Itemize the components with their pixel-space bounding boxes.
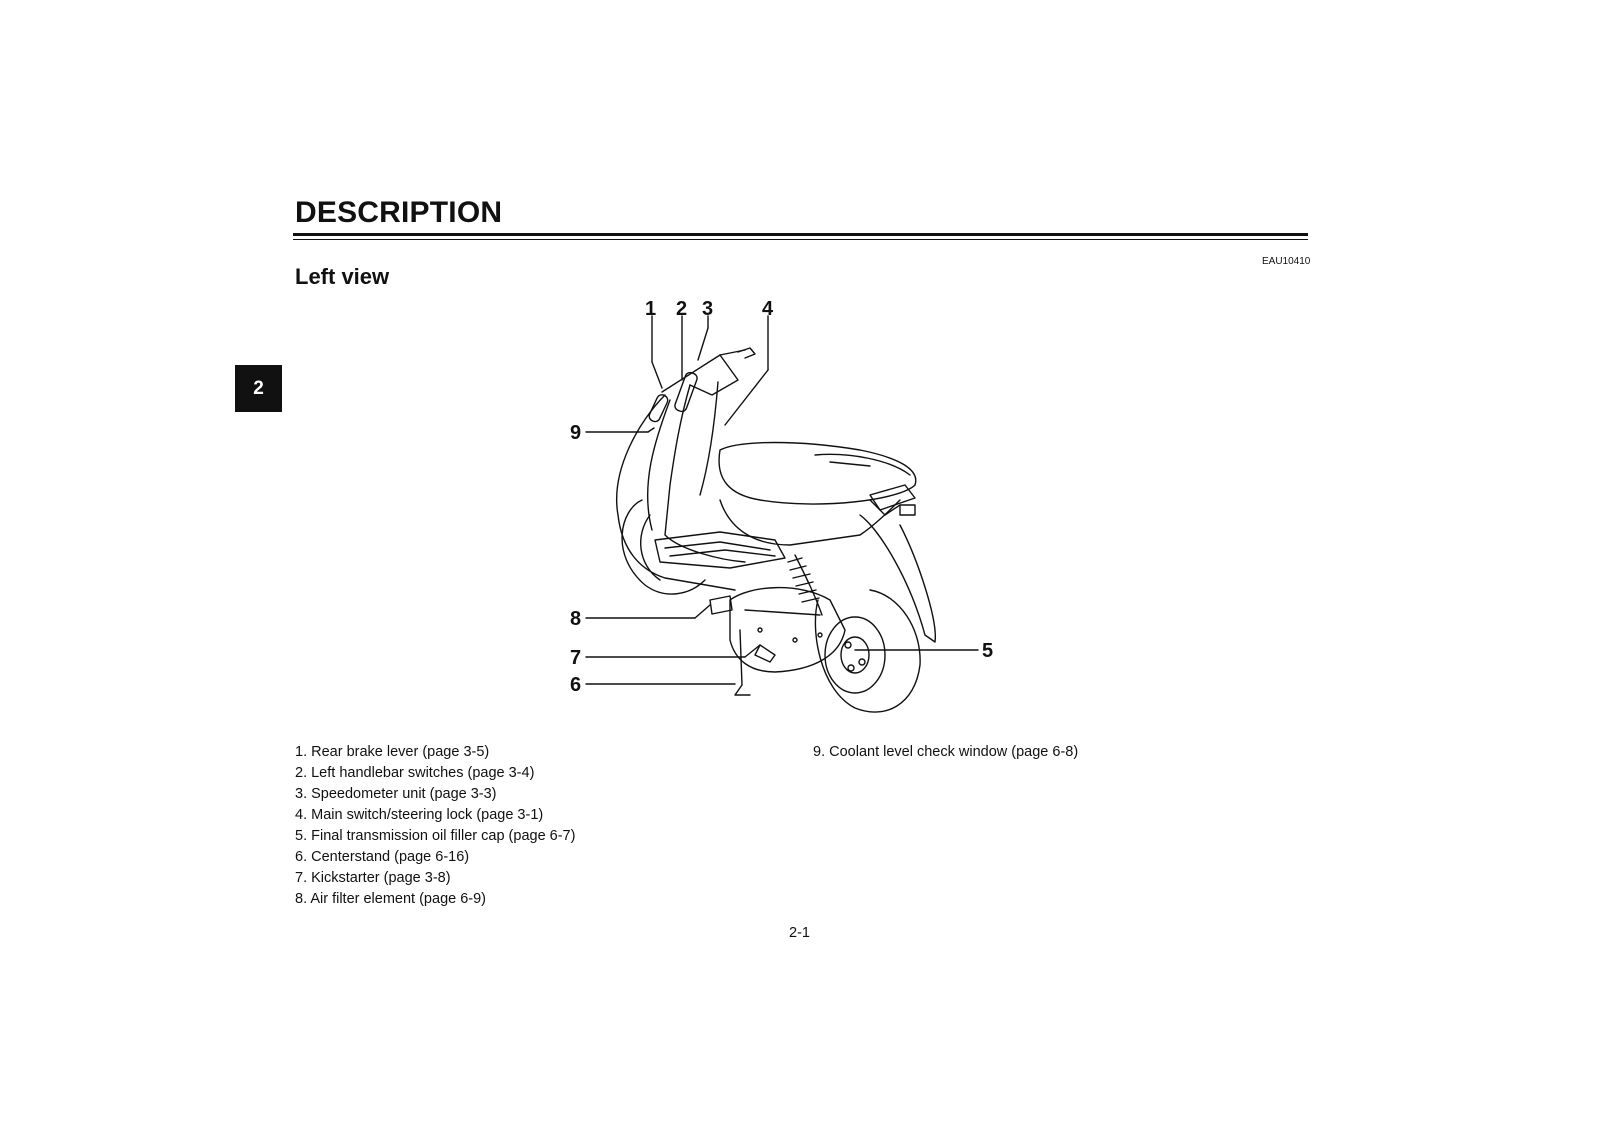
legend-item: 6. Centerstand (page 6-16) bbox=[295, 849, 470, 865]
callout-8: 8 bbox=[570, 608, 581, 630]
callout-9: 9 bbox=[570, 422, 581, 444]
legend-item: 9. Coolant level check window (page 6-8) bbox=[813, 744, 1079, 760]
callout-3: 3 bbox=[702, 300, 713, 320]
title-rule-thick bbox=[293, 233, 1308, 236]
legend-item: 1. Rear brake lever (page 3-5) bbox=[295, 744, 490, 760]
callout-1: 1 bbox=[645, 300, 656, 320]
legend-item: 7. Kickstarter (page 3-8) bbox=[295, 870, 451, 886]
callout-7: 7 bbox=[570, 647, 581, 669]
callout-5: 5 bbox=[982, 640, 993, 662]
callout-6: 6 bbox=[570, 674, 581, 696]
legend-item: 5. Final transmission oil filler cap (pa… bbox=[295, 828, 576, 844]
callout-2: 2 bbox=[676, 300, 687, 320]
legend-column-left: 1. Rear brake lever (page 3-5) 2. Left h… bbox=[295, 742, 575, 910]
chapter-tab-marker: 2 bbox=[235, 365, 282, 412]
section-title: Left view bbox=[295, 264, 390, 289]
legend-item: 3. Speedometer unit (page 3-3) bbox=[295, 786, 497, 802]
document-code: EAU10410 bbox=[1262, 256, 1311, 267]
legend-column-right: 9. Coolant level check window (page 6-8) bbox=[813, 742, 1078, 763]
callout-4: 4 bbox=[762, 300, 774, 320]
page-title: DESCRIPTION bbox=[295, 196, 503, 229]
legend-item: 2. Left handlebar switches (page 3-4) bbox=[295, 765, 535, 781]
page-number: 2-1 bbox=[789, 925, 810, 941]
title-rule-thin bbox=[293, 239, 1308, 240]
legend-item: 8. Air filter element (page 6-9) bbox=[295, 891, 487, 907]
scooter-left-view-figure: 1 2 3 4 5 6 7 8 9 bbox=[570, 300, 1030, 745]
legend-item: 4. Main switch/steering lock (page 3-1) bbox=[295, 807, 544, 823]
scooter-illustration: 1 2 3 4 5 6 7 8 9 bbox=[570, 300, 993, 713]
